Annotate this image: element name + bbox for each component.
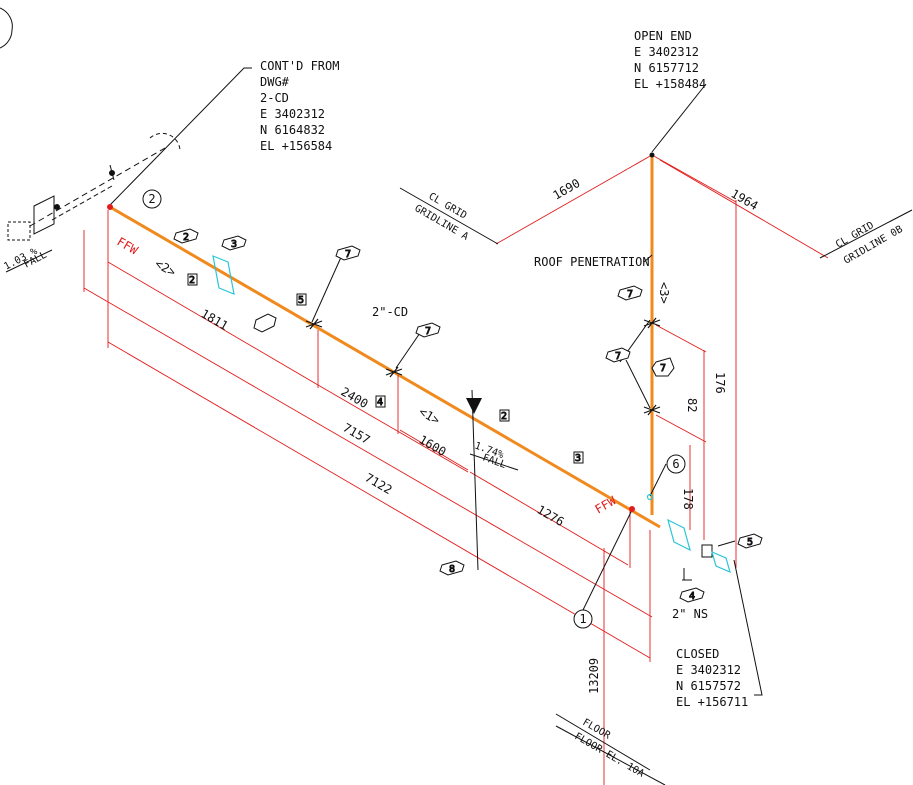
hex-tags: 2 3 7 7 7 7 5 4 8 7 bbox=[173, 228, 763, 603]
closed-line-2: E 3402312 bbox=[676, 663, 741, 677]
ffw-point bbox=[629, 506, 635, 512]
callout-circles: 2 1 6 bbox=[142, 189, 686, 629]
hex-7b: 7 bbox=[425, 326, 431, 337]
roof-penetration-label: ROOF PENETRATION bbox=[534, 255, 650, 269]
dim-1276: 1276 bbox=[535, 502, 567, 529]
spool-2: <2> bbox=[153, 256, 179, 279]
open-end-line-3: N 6157712 bbox=[634, 61, 699, 75]
hex-8: 8 bbox=[449, 564, 455, 575]
open-end-point bbox=[649, 152, 655, 158]
fittings bbox=[212, 255, 731, 574]
fitting-dot bbox=[646, 493, 654, 501]
hex-7d: 7 bbox=[615, 351, 621, 362]
pipe-run bbox=[109, 155, 661, 529]
pipe-size-label: 2"-CD bbox=[372, 305, 408, 319]
box-3: 3 bbox=[575, 453, 581, 464]
fall-mid-word: FALL bbox=[481, 452, 507, 471]
callout-6: 6 bbox=[672, 457, 679, 471]
contd-line-4: E 3402312 bbox=[260, 107, 325, 121]
contd-line-5: N 6164832 bbox=[260, 123, 325, 137]
flange-right bbox=[667, 518, 691, 552]
boxed-marks: 2 5 4 2 3 bbox=[187, 273, 584, 465]
hex-2: 2 bbox=[183, 232, 189, 243]
dim-7157: 7157 bbox=[341, 420, 373, 447]
open-end-label: OPEN END E 3402312 N 6157712 EL +158484 bbox=[634, 29, 706, 91]
open-end-line-1: OPEN END bbox=[634, 29, 692, 43]
box-2: 2 bbox=[189, 275, 195, 286]
flange-closed bbox=[711, 550, 731, 574]
callout-2: 2 bbox=[148, 192, 155, 206]
spool-3: <3> bbox=[657, 282, 671, 304]
dim-1600: 1600 bbox=[417, 432, 449, 459]
box-2b: 2 bbox=[501, 411, 507, 422]
contd-line-6: EL +156584 bbox=[260, 139, 332, 153]
closed-line-3: N 6157572 bbox=[676, 679, 741, 693]
linework bbox=[5, 67, 913, 785]
dim-2400: 2400 bbox=[339, 384, 371, 411]
ffw-left-label: FFW bbox=[115, 234, 141, 257]
weld-marks bbox=[305, 317, 661, 416]
pipe-horizontal bbox=[109, 205, 661, 529]
closed-label: CLOSED E 3402312 N 6157572 EL +156711 bbox=[676, 647, 748, 709]
flow-arrow bbox=[466, 398, 482, 414]
hex-3: 3 bbox=[231, 239, 237, 250]
hex-5: 5 bbox=[747, 537, 753, 548]
hex-7e: 7 bbox=[660, 363, 666, 374]
spool-1: <1> bbox=[417, 404, 443, 427]
closed-line-4: EL +156711 bbox=[676, 695, 748, 709]
contd-line-3: 2-CD bbox=[260, 91, 289, 105]
open-end-line-4: EL +158484 bbox=[634, 77, 706, 91]
dim-1811: 1811 bbox=[199, 306, 231, 333]
open-end-line-2: E 3402312 bbox=[634, 45, 699, 59]
box-4: 4 bbox=[377, 397, 383, 408]
ns-size-label: 2" NS bbox=[672, 607, 708, 621]
edge-circle bbox=[0, 7, 13, 49]
closed-line-1: CLOSED bbox=[676, 647, 719, 661]
hex-7c: 7 bbox=[627, 289, 633, 300]
ffw-right-label: FFW bbox=[593, 493, 619, 516]
hex-7a: 7 bbox=[345, 249, 351, 260]
contd-from-label: CONT'D FROM DWG# 2-CD E 3402312 N 616483… bbox=[260, 59, 339, 153]
dim-176: 176 bbox=[713, 372, 727, 394]
dim-178: 178 bbox=[681, 488, 695, 510]
dim-82: 82 bbox=[685, 398, 699, 412]
floor-line-2: FLOOR EL. 10A bbox=[573, 731, 646, 780]
contd-line-1: CONT'D FROM bbox=[260, 59, 339, 73]
dimension-lines bbox=[83, 154, 829, 785]
start-point bbox=[107, 204, 113, 210]
contd-line-2: DWG# bbox=[260, 75, 290, 89]
dim-1690: 1690 bbox=[551, 176, 583, 203]
dim-13209: 13209 bbox=[587, 658, 601, 694]
flange-left bbox=[212, 255, 235, 295]
hex-4: 4 bbox=[689, 591, 695, 602]
box-5: 5 bbox=[298, 295, 304, 306]
callout-1: 1 bbox=[579, 612, 586, 626]
